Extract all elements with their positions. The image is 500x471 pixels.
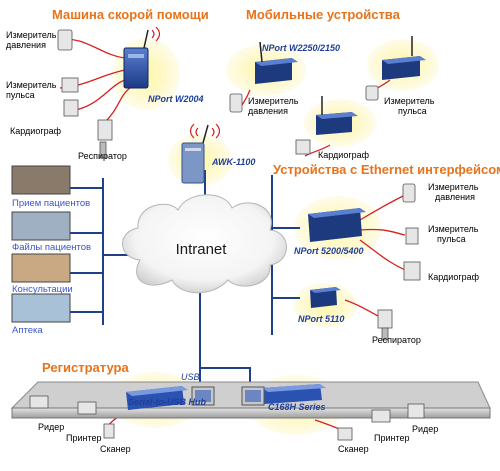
mob-bp-label-2: давления [248, 106, 288, 116]
ethernet-medical-devices [377, 183, 421, 341]
nport5200-device [308, 208, 366, 242]
label-usb: USB [181, 372, 200, 382]
patient-service-1: Файлы пациентов [12, 242, 91, 253]
nport5110-device [310, 287, 341, 308]
label-serial-usb-hub: Serial-to-USB Hub [128, 397, 207, 407]
registry-peripherals [29, 395, 425, 441]
awk1100-device [181, 123, 221, 184]
reg-printer-left: Принтер [66, 433, 102, 443]
section-mobile: Мобильные устройства [246, 7, 401, 22]
eth-cardio-label: Кардиограф [428, 272, 480, 282]
amb-cardio-label: Кардиограф [10, 126, 62, 136]
intranet-label: Intranet [176, 241, 228, 258]
label-c168h: C168H Series [268, 402, 326, 412]
eth-bp-label-1: Измеритель [428, 182, 479, 192]
amb-pulse-label-1: Измеритель [6, 80, 57, 90]
label-nport5200: NPort 5200/5400 [294, 246, 364, 256]
mob-bp-label-1: Измеритель [248, 96, 299, 106]
label-nport-w2004: NPort W2004 [148, 94, 204, 104]
reg-scanner-left: Сканер [100, 444, 131, 454]
section-ambulance: Машина скорой помощи [52, 7, 209, 22]
amb-pulse-label-2: пульса [6, 90, 35, 100]
label-awk1100: AWK-1100 [211, 157, 255, 167]
nport-w2004-device [123, 26, 161, 89]
section-ethernet: Устройства с Ethernet интерфейсом [273, 162, 500, 177]
mobile-nport-1 [255, 41, 298, 84]
amb-bp-label-2: давления [6, 40, 46, 50]
mobile-nport-2 [382, 36, 426, 80]
reg-reader-right: Ридер [412, 424, 438, 434]
eth-respirator-label: Респиратор [372, 335, 421, 345]
mob-pulse-label-1: Измеритель [384, 96, 435, 106]
patient-service-2: Консультации [12, 284, 73, 295]
label-nport5110: NPort 5110 [298, 314, 344, 324]
mob-cardio-label: Кардиограф [318, 150, 370, 160]
section-registry: Регистратура [42, 360, 129, 375]
eth-pulse-label-2: пульса [437, 234, 466, 244]
registry-computers [191, 386, 265, 406]
c168h-device [262, 384, 326, 404]
mobile-medical-devices [229, 85, 379, 155]
reg-printer-right: Принтер [374, 433, 410, 443]
patient-photos [11, 165, 71, 323]
intranet-cloud [122, 194, 287, 294]
mobile-nport-3 [316, 96, 358, 135]
patient-service-3: Аптека [12, 325, 43, 336]
label-nport-w2250: NPort W2250/2150 [262, 43, 340, 53]
ambulance-medical-devices [57, 29, 113, 159]
eth-pulse-label-1: Измеритель [428, 224, 479, 234]
eth-bp-label-2: давления [435, 192, 475, 202]
usb-hub-device [126, 386, 188, 410]
patient-service-0: Прием пациентов [12, 198, 90, 209]
reg-scanner-right: Сканер [338, 444, 369, 454]
amb-bp-label-1: Измеритель [6, 30, 57, 40]
amb-respirator-label: Респиратор [78, 151, 127, 161]
reg-reader-left: Ридер [38, 422, 64, 432]
mob-pulse-label-2: пульса [398, 106, 427, 116]
